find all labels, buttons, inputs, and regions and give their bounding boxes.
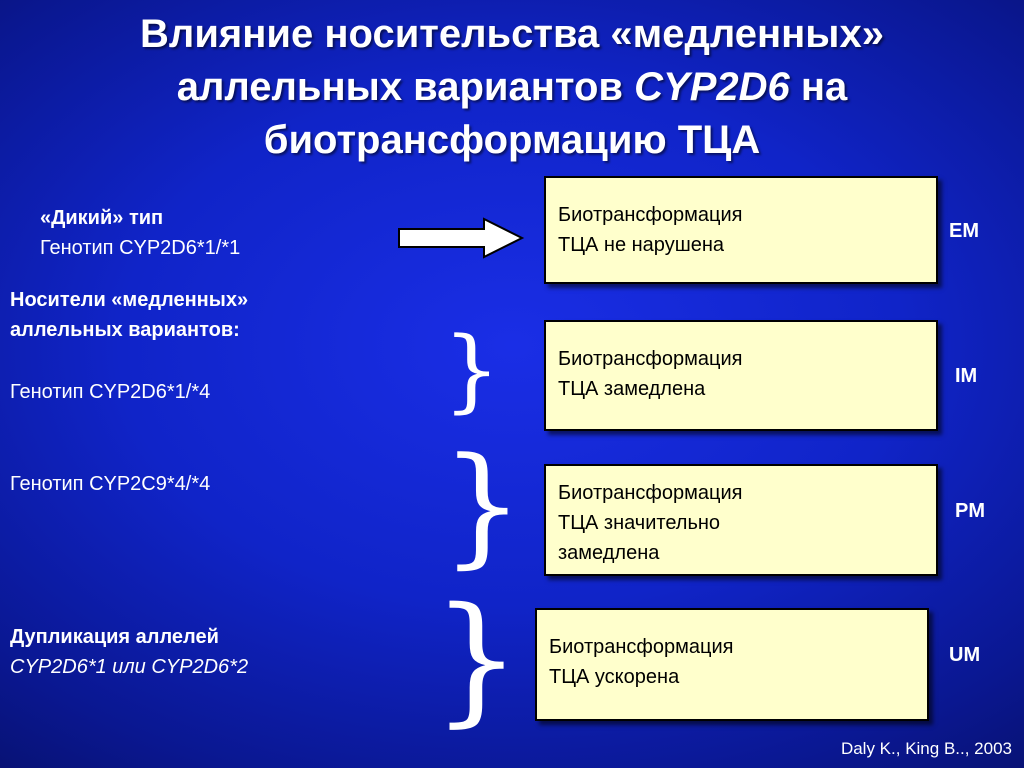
box-um-line-2: ТЦА ускорена: [549, 666, 680, 688]
code-em: EM: [949, 220, 979, 242]
um-heading: Дупликация аллелей: [10, 626, 219, 648]
title-gene: CYP2D6: [634, 65, 790, 109]
im-genotype: Генотип CYP2D6*1/*4: [10, 381, 211, 403]
carriers-line-2: аллельных вариантов:: [10, 319, 240, 341]
wild-type-label: «Дикий» тип Генотип CYP2D6*1/*1: [40, 203, 240, 263]
pm-genotype-label: Генотип CYP2C9*4/*4: [10, 469, 210, 499]
title-line-2-post: на: [789, 65, 848, 109]
code-pm: PM: [955, 500, 985, 522]
box-um-line-1: Биотрансформация: [549, 636, 734, 658]
wild-type-heading: «Дикий» тип: [40, 207, 164, 229]
box-em: Биотрансформация ТЦА не нарушена: [544, 176, 938, 284]
box-um: Биотрансформация ТЦА ускорена: [535, 608, 929, 721]
title-line-2: аллельных вариантов CYP2D6 на: [60, 61, 964, 114]
brace-icon-um: }: [432, 578, 522, 741]
carriers-line-1: Носители «медленных»: [10, 289, 249, 311]
box-em-line-1: Биотрансформация: [558, 204, 743, 226]
citation: Daly K., King B.., 2003: [840, 739, 1012, 758]
pm-genotype: Генотип CYP2C9*4/*4: [10, 473, 211, 495]
right-arrow-icon: [398, 217, 525, 259]
box-pm: Биотрансформация ТЦА значительно замедле…: [544, 464, 938, 576]
box-pm-line-1: Биотрансформация: [558, 482, 743, 504]
wild-type-genotype: Генотип CYP2D6*1/*1: [40, 237, 241, 259]
title-line-3: биотрансформацию ТЦА: [263, 118, 761, 162]
code-im: IM: [955, 365, 978, 387]
box-im-line-1: Биотрансформация: [558, 348, 743, 370]
box-im: Биотрансформация ТЦА замедлена: [544, 320, 938, 431]
um-genotype: CYP2D6*1 или CYP2D6*2: [10, 656, 249, 678]
title-line-2-pre: аллельных вариантов: [176, 65, 635, 109]
code-um: UM: [949, 644, 981, 666]
box-em-line-2: ТЦА не нарушена: [558, 234, 725, 256]
title-line-1: Влияние носительства «медленных»: [140, 12, 884, 56]
brace-icon-im: }: [443, 318, 501, 423]
box-im-line-2: ТЦА замедлена: [558, 378, 706, 400]
slide-title: Влияние носительства «медленных» аллельн…: [60, 8, 964, 167]
brace-icon-pm: }: [441, 429, 524, 581]
box-pm-line-2: ТЦА значительно: [558, 512, 721, 534]
box-pm-line-3: замедлена: [558, 542, 660, 564]
im-genotype-label: Генотип CYP2D6*1/*4: [10, 377, 210, 407]
um-label: Дупликация аллелей CYP2D6*1 или CYP2D6*2: [10, 622, 248, 682]
carriers-label: Носители «медленных» аллельных вариантов…: [10, 285, 248, 345]
